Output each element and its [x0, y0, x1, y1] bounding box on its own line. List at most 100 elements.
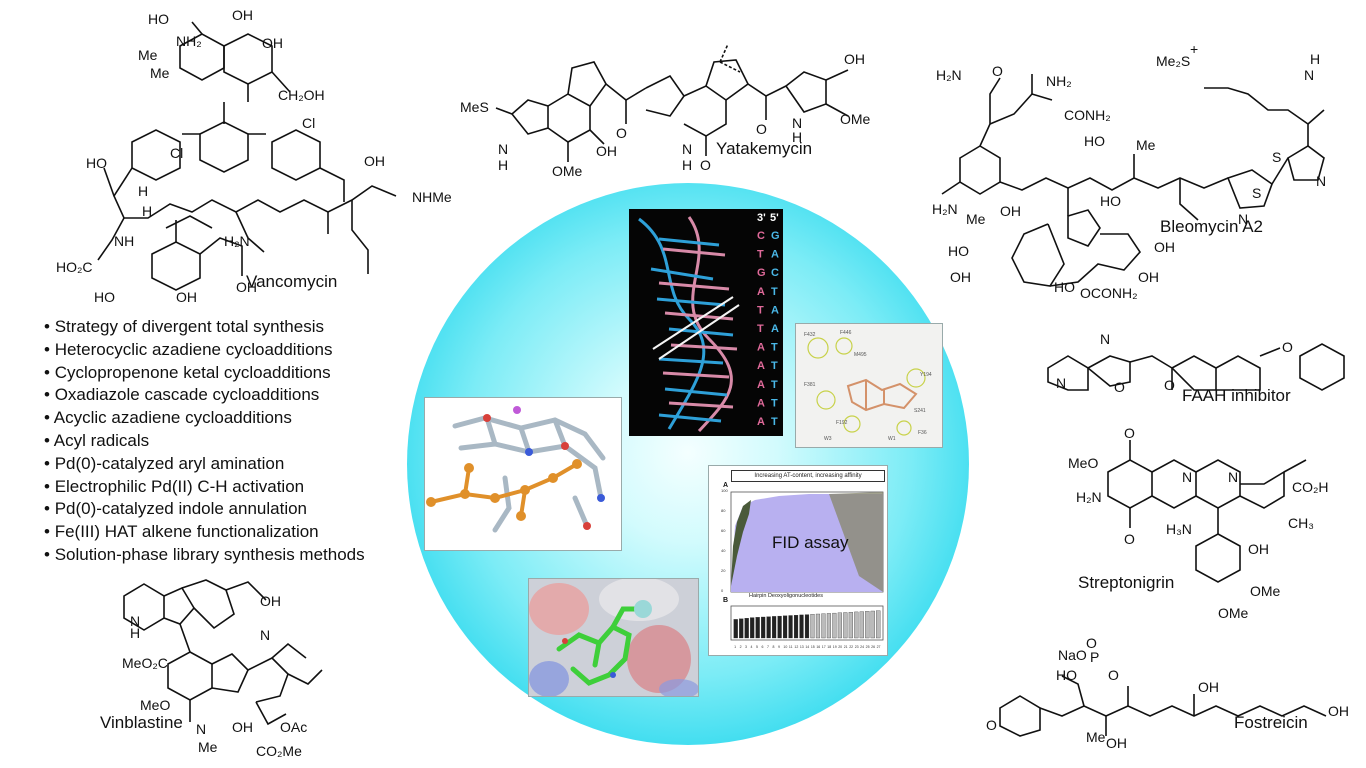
- panel-a-label: A: [723, 482, 729, 489]
- assay-bar-label: 5: [756, 645, 758, 649]
- assay-bar-label: 26: [871, 645, 875, 649]
- assay-bar: [810, 614, 815, 639]
- svg-text:O: O: [756, 121, 767, 137]
- svg-text:H: H: [1310, 51, 1320, 67]
- svg-text:OH: OH: [236, 279, 257, 295]
- svg-text:OH: OH: [1198, 679, 1219, 695]
- assay-bar: [750, 617, 755, 639]
- strand-label-5: 5': [770, 212, 779, 224]
- svg-text:O: O: [1108, 667, 1119, 683]
- dna-right-base: C: [771, 267, 779, 279]
- assay-bar-label: 2: [740, 645, 742, 649]
- svg-text:OH: OH: [262, 35, 283, 51]
- panel-b-frame: [730, 605, 884, 641]
- assay-bar: [837, 612, 842, 639]
- dna-left-base: A: [757, 379, 765, 391]
- panel-b-label: B: [723, 597, 729, 604]
- svg-text:OH: OH: [1248, 541, 1269, 557]
- svg-text:S: S: [1252, 185, 1261, 201]
- strategy-item: Strategy of divergent total synthesis: [44, 316, 365, 339]
- assay-bar-label: 22: [849, 645, 853, 649]
- svg-text:HO: HO: [1100, 193, 1121, 209]
- assay-bar-label: 13: [800, 645, 804, 649]
- dna-right-base: T: [771, 416, 778, 428]
- svg-text:Cl: Cl: [170, 145, 183, 161]
- dna-right-base: T: [771, 397, 778, 409]
- svg-text:Me: Me: [1086, 729, 1106, 745]
- svg-text:HO: HO: [1054, 279, 1075, 295]
- svg-text:OMe: OMe: [552, 163, 583, 179]
- svg-text:F446: F446: [840, 330, 852, 336]
- strategy-item: Cyclopropenone ketal cycloadditions: [44, 362, 365, 385]
- strategy-item: Pd(0)-catalyzed aryl amination: [44, 453, 365, 476]
- svg-text:HO: HO: [94, 289, 115, 305]
- svg-text:CONH₂: CONH₂: [1064, 107, 1111, 123]
- svg-text:S: S: [1272, 149, 1281, 165]
- panel-a-ytick: 80: [721, 508, 726, 513]
- assay-bar: [865, 611, 870, 639]
- assay-bar: [815, 613, 821, 639]
- dna-left-base: A: [757, 416, 765, 428]
- assay-bar: [821, 613, 826, 639]
- svg-text:MeO: MeO: [140, 697, 170, 713]
- dna-left-base: T: [757, 249, 764, 261]
- svg-text:N: N: [498, 141, 508, 157]
- assay-bar-label: 17: [822, 645, 826, 649]
- strategy-item: Electrophilic Pd(II) C-H activation: [44, 476, 365, 499]
- fostreicin-label: Fostreicin: [1234, 713, 1308, 732]
- assay-bar-label: 1: [734, 645, 736, 649]
- assay-bar: [772, 616, 777, 639]
- svg-text:OH: OH: [232, 719, 253, 735]
- svg-text:O: O: [1124, 425, 1135, 441]
- dna-left-base: C: [757, 230, 765, 242]
- svg-text:MeO: MeO: [1068, 455, 1098, 471]
- svg-text:CH₂OH: CH₂OH: [278, 87, 325, 103]
- svg-text:MeO₂C: MeO₂C: [122, 655, 168, 671]
- svg-text:N: N: [1228, 469, 1238, 485]
- dna-left-base: G: [757, 267, 766, 279]
- svg-text:S241: S241: [914, 408, 926, 414]
- strategy-item: Heterocyclic azadiene cycloadditions: [44, 339, 365, 362]
- faah-label: FAAH inhibitor: [1182, 386, 1291, 405]
- assay-bar-label: 19: [833, 645, 837, 649]
- yatakemycin-label: Yatakemycin: [716, 139, 813, 158]
- svg-text:CO₂Me: CO₂Me: [256, 743, 302, 759]
- strategy-item: Solution-phase library synthesis methods: [44, 544, 365, 567]
- svg-text:OH: OH: [1328, 703, 1349, 719]
- svg-text:HO: HO: [1056, 667, 1077, 683]
- assay-bar: [783, 615, 788, 639]
- assay-bar-label: 15: [811, 645, 815, 649]
- svg-text:N: N: [792, 115, 802, 131]
- assay-bar: [859, 611, 864, 639]
- assay-bar-label: 10: [783, 645, 787, 649]
- assay-bar-label: 20: [838, 645, 842, 649]
- svg-text:NH₂: NH₂: [1046, 73, 1072, 89]
- svg-text:H: H: [138, 183, 148, 199]
- svg-text:H: H: [498, 157, 508, 173]
- xaxis-label: Hairpin Deoxyoligonucleotides: [749, 593, 823, 599]
- svg-text:MeS: MeS: [460, 99, 489, 115]
- svg-text:OH: OH: [596, 143, 617, 159]
- panel-a-ytick: 100: [721, 488, 728, 493]
- svg-text:OH: OH: [1154, 239, 1175, 255]
- svg-text:O: O: [1282, 339, 1293, 355]
- svg-text:OH: OH: [1000, 203, 1021, 219]
- faah-structure: NO OO N: [1047, 331, 1345, 392]
- dna-right-base: A: [771, 304, 779, 316]
- svg-text:N: N: [1056, 375, 1066, 391]
- assay-bar-label: 3: [745, 645, 747, 649]
- svg-text:OMe: OMe: [1218, 605, 1249, 621]
- svg-text:NaO: NaO: [1058, 647, 1087, 663]
- assay-bar-label: 12: [794, 645, 798, 649]
- dna-right-base: T: [771, 360, 778, 372]
- assay-bar: [793, 615, 799, 639]
- strategy-item: Acyclic azadiene cycloadditions: [44, 407, 365, 430]
- ball-stick-panel: [424, 397, 622, 551]
- dna-left-base: T: [757, 323, 764, 335]
- assay-bar: [755, 617, 760, 639]
- assay-bar-label: 9: [778, 645, 780, 649]
- svg-text:N: N: [1100, 331, 1110, 347]
- svg-text:OH: OH: [176, 289, 197, 305]
- assay-bar-label: 18: [827, 645, 831, 649]
